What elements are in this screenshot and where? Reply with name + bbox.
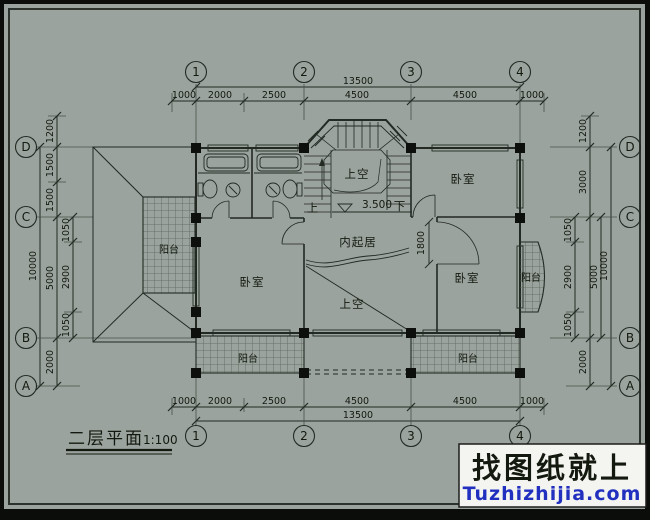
bathroom-fixtures	[197, 153, 303, 199]
stair	[304, 121, 411, 218]
level-value: 3.500	[362, 199, 392, 211]
dim-text: 2900	[61, 265, 72, 289]
axis-label: 4	[516, 65, 524, 79]
bay-inner-line	[307, 125, 408, 149]
living-void-outline	[305, 247, 410, 331]
roof-wing	[92, 146, 197, 343]
room-label-balcony-bottom-left: 阳台	[238, 352, 258, 365]
dim-text: 10000	[28, 251, 39, 281]
dimensions-top-text: 13500 1000 2000 2500 4500 4500 1000	[172, 76, 544, 101]
axis-label: B	[626, 331, 634, 345]
watermark-cn: 找图纸就上	[472, 451, 632, 485]
stair-annotations: 上 下 3.500 1800	[307, 199, 427, 255]
dim-text: 4500	[345, 90, 369, 101]
sheet-frame	[8, 8, 641, 505]
room-label-bedroom-left: 卧室	[240, 275, 265, 289]
dimensions-right-text: 1200 3000 2000 1050 2900 1050 5000 10000	[563, 119, 610, 374]
dim-text: 1050	[563, 313, 574, 337]
dim-text: 2000	[578, 350, 589, 374]
dim-text: 1000	[172, 396, 196, 407]
dim-text: 2000	[45, 350, 56, 374]
balconies	[195, 241, 545, 375]
dim-text: 1200	[578, 119, 589, 143]
title-block: 二层平面 1:100	[66, 429, 178, 455]
dim-text: 4500	[453, 90, 477, 101]
axis-label: 4	[516, 429, 524, 443]
axis-label: D	[625, 140, 634, 154]
room-label-balcony-bottom-right: 阳台	[458, 352, 478, 365]
dim-text-1800: 1800	[416, 231, 427, 255]
room-label-balcony-left: 阳台	[159, 243, 179, 256]
room-label-bedroom-bottom-right: 卧室	[455, 271, 480, 285]
axis-label: C	[22, 210, 30, 224]
axis-label: 2	[300, 65, 308, 79]
dim-text: 2900	[563, 265, 574, 289]
axis-label: 3	[407, 65, 415, 79]
axis-label: A	[626, 379, 635, 393]
dim-text: 1500	[45, 188, 56, 212]
level-marker	[332, 203, 412, 213]
dim-text: 13500	[343, 76, 373, 87]
dim-text: 4500	[345, 396, 369, 407]
dim-text: 2500	[262, 396, 286, 407]
dim-text: 1000	[520, 90, 544, 101]
room-label-living-void: 上空	[340, 297, 365, 311]
axis-label: 2	[300, 429, 308, 443]
dim-text: 2000	[208, 90, 232, 101]
axis-bubbles	[14, 60, 642, 448]
room-label-balcony-right: 阳台	[521, 271, 541, 284]
dim-text: 5000	[589, 265, 600, 289]
stair-up-label: 上	[307, 201, 320, 215]
dim-text: 2500	[262, 90, 286, 101]
axis-label: D	[21, 140, 30, 154]
columns	[191, 143, 525, 378]
dimensions-bottom	[167, 376, 549, 426]
plan-title: 二层平面	[68, 429, 144, 449]
dim-text: 13500	[343, 410, 373, 421]
axis-bubble-labels: 1 2 3 4 1 2 3 4 D C B A D C B A	[21, 65, 635, 443]
dimensions-top	[167, 82, 549, 148]
plan-scale: 1:100	[143, 433, 178, 447]
dim-text: 1050	[61, 313, 72, 337]
room-label-bedroom-top-right: 卧室	[451, 172, 476, 186]
axis-label: 1	[192, 429, 200, 443]
dim-text: 2000	[208, 396, 232, 407]
dimensions-left-text: 10000 1200 1500 1500 5000 2000 1050 2900…	[28, 119, 72, 374]
dim-text: 1050	[61, 218, 72, 242]
dimensions-right	[550, 111, 617, 391]
dim-text: 1000	[520, 396, 544, 407]
doors	[211, 194, 480, 265]
axis-label: A	[22, 379, 31, 393]
dim-text: 1200	[45, 119, 56, 143]
room-label-living: 内起居	[339, 235, 377, 249]
axis-label: 1	[192, 65, 200, 79]
axis-label: 3	[407, 429, 415, 443]
axis-label: C	[626, 210, 634, 224]
dim-text: 1000	[172, 90, 196, 101]
watermark-site: Tuzhizhijia.com	[463, 483, 642, 505]
dim-text: 3000	[578, 170, 589, 194]
room-labels: 卧室 卧室 卧室 内起居 上空 上空 阳台 阳台 阳台 阳台	[159, 167, 541, 365]
room-label-stair-void: 上空	[345, 167, 370, 181]
dim-text: 1500	[45, 153, 56, 177]
dim-text: 1050	[563, 218, 574, 242]
dimensions-bottom-text: 1000 2000 2500 4500 4500 1000 13500	[172, 396, 544, 421]
watermark: 找图纸就上 Tuzhizhijia.com	[458, 443, 647, 508]
dim-text: 4500	[453, 396, 477, 407]
dimensions-left	[35, 111, 196, 391]
dim-text: 5000	[45, 266, 56, 290]
opening-dim	[424, 217, 434, 269]
stair-down-label: 下	[394, 199, 407, 213]
dim-text: 10000	[599, 251, 610, 281]
axis-label: B	[22, 331, 30, 345]
